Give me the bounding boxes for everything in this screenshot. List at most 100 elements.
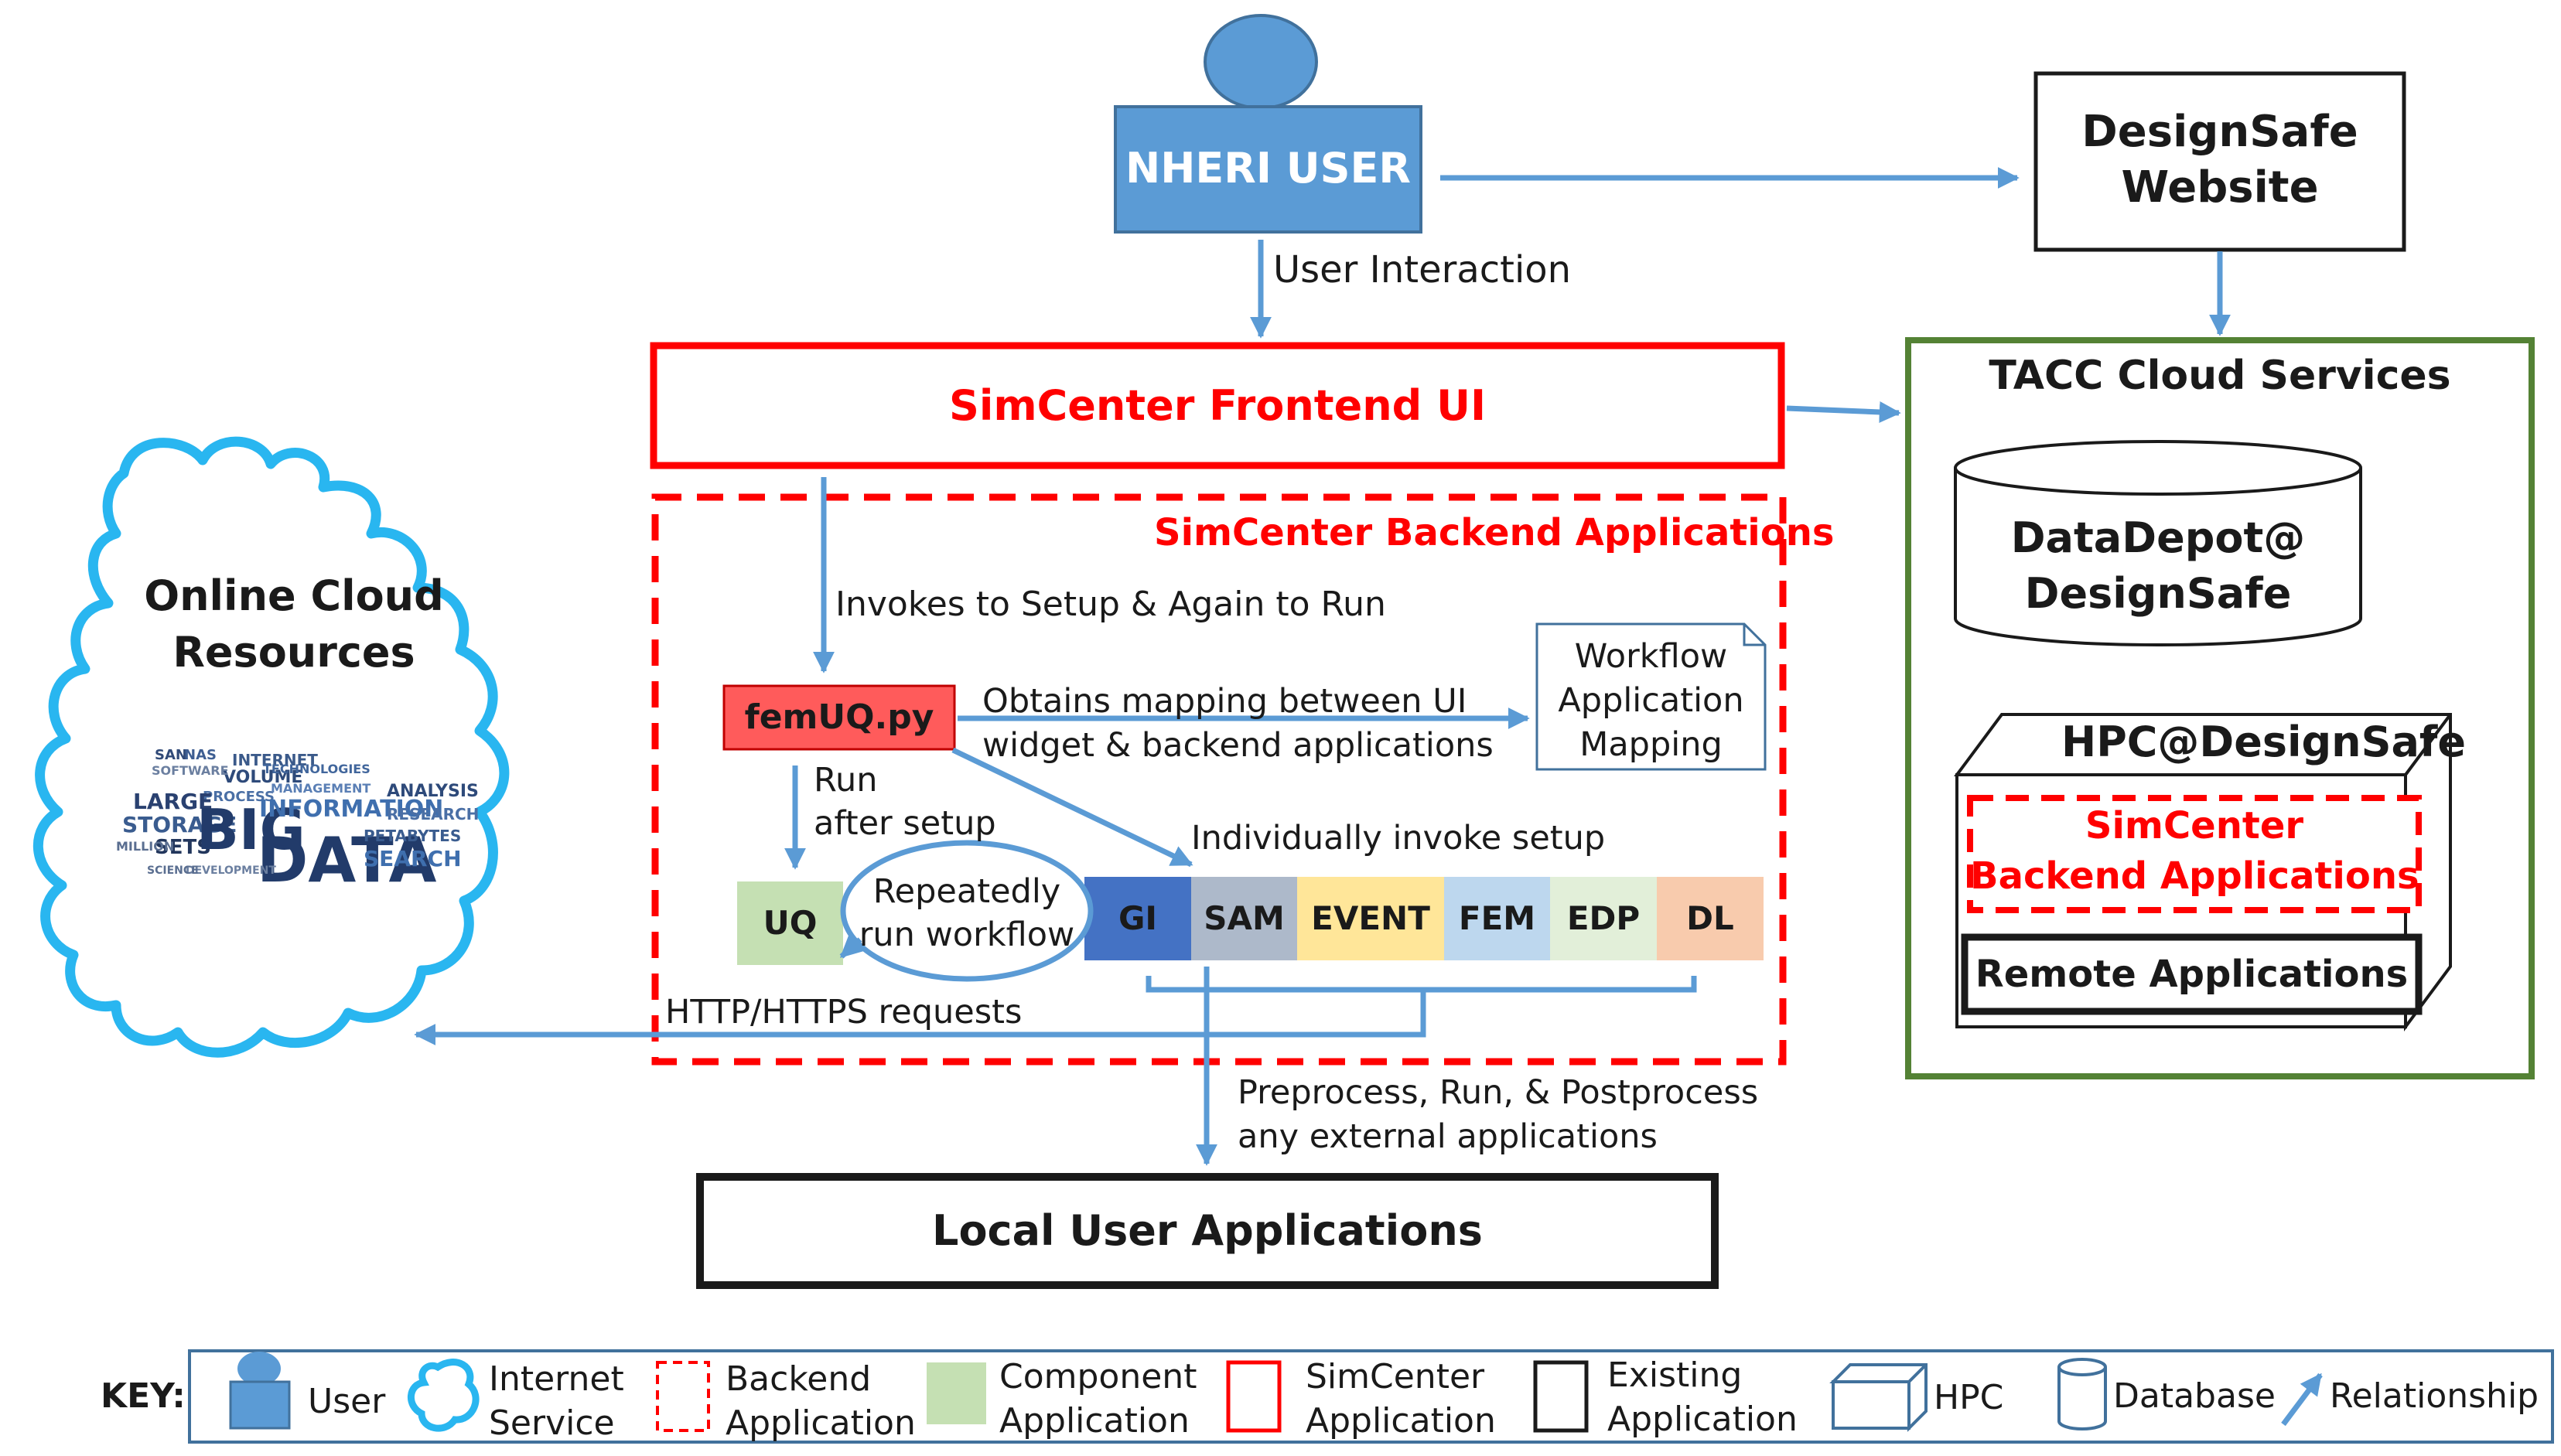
preprocess-line2: any external applications [1238, 1117, 1658, 1156]
wc-big: BIG [196, 797, 306, 862]
wc-petabytes: PETABYTES [364, 827, 461, 845]
wc-research: RESEARCH [387, 805, 479, 823]
workflow-mapping-doc [1535, 622, 1767, 771]
obtains-mapping-line2: widget & backend applications [982, 726, 1494, 765]
key-component-icon [927, 1362, 986, 1424]
sam-box [1191, 877, 1297, 960]
wc-volume: VOLUME [223, 768, 302, 787]
key-database-label: Database [2113, 1376, 2276, 1416]
wc-large: LARGE [133, 789, 213, 814]
wc-sets: SETS [155, 836, 211, 859]
remote-apps-label: Remote Applications [1975, 953, 2409, 996]
datadepot-line2: DesignSafe [2024, 569, 2292, 618]
wc-san: SAN [155, 747, 187, 763]
femuq-label: femUQ.py [744, 697, 934, 737]
uq-box [737, 881, 843, 965]
hpc-backend-line2: Backend Applications [1970, 854, 2419, 898]
key-existing-line1: Existing [1607, 1355, 1743, 1395]
key-user-icon-head [237, 1352, 281, 1386]
wc-data: DATA [257, 824, 436, 896]
fem-box [1444, 877, 1550, 960]
individually-invoke-label: Individually invoke setup [1191, 819, 1606, 858]
key-relationship-label: Relationship [2330, 1376, 2539, 1416]
wc-software: SOFTWARE [152, 763, 229, 778]
edp-label: EDP [1566, 899, 1641, 937]
backend-apps-region [651, 493, 1787, 1066]
repeat-workflow-line2: run workflow [859, 916, 1075, 954]
datadepot-cylinder [1954, 440, 2362, 646]
dl-box [1657, 877, 1764, 960]
key-backend-line1: Backend [726, 1359, 872, 1399]
key-user-icon [229, 1380, 291, 1430]
designsafe-website-box [2033, 71, 2406, 252]
workflow-mapping-line2: Application [1558, 681, 1744, 720]
key-title: KEY: [101, 1376, 186, 1416]
backend-apps-label: SimCenter Backend Applications [1154, 511, 1835, 554]
nheri-user-label: NHERI USER [1125, 144, 1411, 193]
event-box [1297, 877, 1444, 960]
repeat-loop [840, 840, 1094, 982]
tacc-cloud-label: TACC Cloud Services [1989, 353, 2451, 399]
sam-label: SAM [1204, 899, 1285, 937]
preprocess-line1: Preprocess, Run, & Postprocess [1238, 1073, 1759, 1112]
obtains-mapping-line1: Obtains mapping between UI [982, 682, 1467, 721]
designsafe-website-line1: DesignSafe [2081, 107, 2358, 157]
datadepot-line1: DataDepot@ [2010, 513, 2306, 562]
designsafe-website-line2: Website [2121, 162, 2319, 213]
online-cloud-shape [32, 436, 510, 1058]
key-database-icon [2057, 1358, 2107, 1430]
wc-technologies: TECHNOLOGIES [263, 762, 370, 776]
edp-box [1550, 877, 1657, 960]
key-simcenter-line1: SimCenter [1306, 1357, 1485, 1396]
dl-label: DL [1686, 899, 1734, 937]
key-panel [188, 1349, 2554, 1444]
key-existing-line2: Application [1607, 1400, 1798, 1439]
arrows [414, 167, 2231, 1166]
remote-apps-box [1961, 933, 2423, 1015]
key-simcenter-icon [1226, 1360, 1282, 1433]
key-internet-line1: Internet [489, 1359, 624, 1399]
wc-science: SCIENCE [147, 864, 199, 877]
user-interaction-label: User Interaction [1273, 248, 1572, 292]
hpc-backend-line1: SimCenter [2085, 804, 2304, 847]
local-apps-box [696, 1173, 1719, 1289]
workflow-mapping-line3: Mapping [1579, 725, 1723, 764]
wc-process: PROCESS [203, 789, 275, 805]
run-after-setup-line1: Run [814, 761, 878, 800]
invokes-label: Invokes to Setup & Again to Run [835, 585, 1386, 624]
femuq-box [722, 684, 956, 751]
frontend-ui-box [650, 342, 1785, 469]
online-cloud-line1: Online Cloud [144, 571, 444, 620]
wc-storage: STORAGE [122, 812, 237, 837]
event-label: EVENT [1311, 899, 1430, 937]
run-after-setup-line2: after setup [814, 804, 996, 843]
key-simcenter-line2: Application [1306, 1401, 1496, 1441]
key-component-line2: Application [999, 1401, 1190, 1441]
hpc-backend-box [1967, 795, 2422, 913]
user-head [1204, 14, 1318, 110]
wc-management: MANAGEMENT [271, 781, 370, 796]
wc-nas: NAS [184, 747, 217, 763]
wc-development: DEVELOPMENT [186, 864, 276, 877]
key-component-line1: Component [999, 1357, 1197, 1396]
key-internet-line2: Service [489, 1403, 615, 1443]
wc-search: SEARCH [364, 846, 462, 871]
key-user-label: User [308, 1382, 386, 1421]
key-hpc-label: HPC [1934, 1378, 2004, 1417]
local-apps-label: Local User Applications [932, 1206, 1483, 1255]
gi-label: GI [1118, 899, 1158, 937]
hpc-label: HPC@DesignSafe [2061, 718, 2467, 766]
key-existing-icon [1533, 1360, 1589, 1433]
key-relationship-icon [2281, 1372, 2323, 1427]
key-backend-line2: Application [726, 1403, 916, 1443]
key-hpc-icon [1829, 1363, 1928, 1432]
frontend-ui-label: SimCenter Frontend UI [948, 381, 1487, 430]
wc-internet: INTERNET [232, 751, 318, 769]
online-cloud-line2: Resources [172, 628, 415, 677]
uq-label: UQ [763, 904, 818, 942]
wc-information: INFORMATION [259, 796, 443, 823]
key-internet-icon [407, 1359, 480, 1432]
workflow-mapping-line1: Workflow [1574, 637, 1728, 676]
key-backend-icon [656, 1361, 710, 1432]
